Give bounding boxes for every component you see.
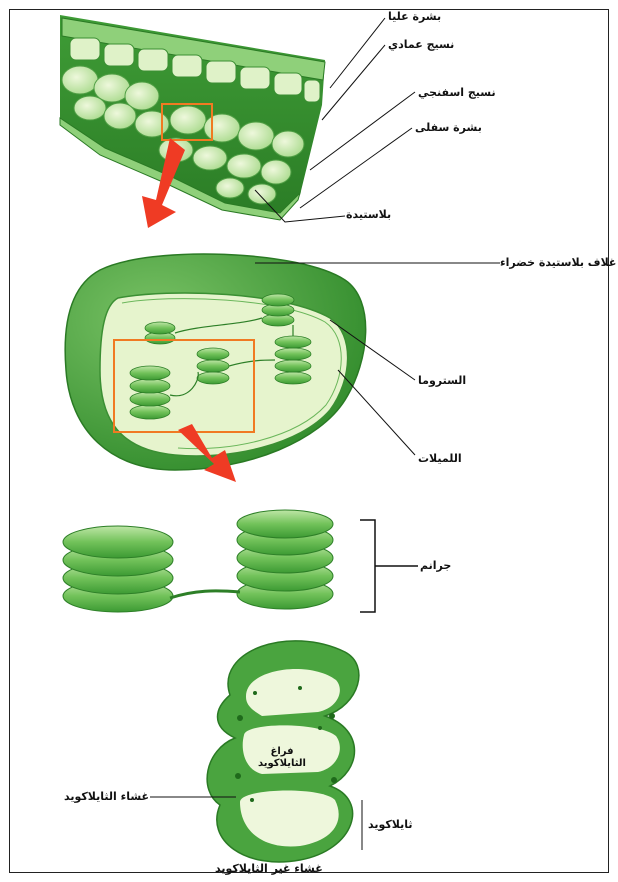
leaf-cross-section (60, 15, 325, 228)
label-lower-epidermis: بشرة سفلى (415, 121, 482, 135)
label-chloroplast: بلاستيدة (346, 208, 391, 222)
label-granum: جرانم (420, 559, 451, 573)
granum-stack-right (237, 510, 333, 609)
label-upper-epidermis: بشرة عليا (388, 10, 441, 24)
granum-a (262, 294, 294, 326)
label-thylakoid-space: فراغ الثايلاكويد (248, 746, 316, 770)
stroma-lamella (170, 591, 240, 598)
granum-detail (63, 510, 333, 612)
granum-stack-left (63, 526, 173, 612)
label-membrane-of-thylakoid: غشاء غير الثايلاكويد (215, 862, 323, 876)
label-lamella: اللميلات (418, 452, 462, 466)
label-palisade-tissue: نسيج عمادي (388, 38, 454, 52)
label-stroma: الستروما (418, 374, 466, 388)
granum-d (197, 348, 229, 384)
label-thylakoid-membrane: غشاء الثايلاكويد (64, 790, 149, 804)
granum-bracket (360, 520, 418, 612)
chloroplast-section (65, 254, 366, 482)
label-chloroplast-envelope: غلاف بلاستيدة خضراء (500, 256, 616, 270)
label-spongy-tissue: نسيج اسفنجي (418, 86, 496, 100)
label-thylakoid: ثايلاكويد (368, 818, 413, 832)
